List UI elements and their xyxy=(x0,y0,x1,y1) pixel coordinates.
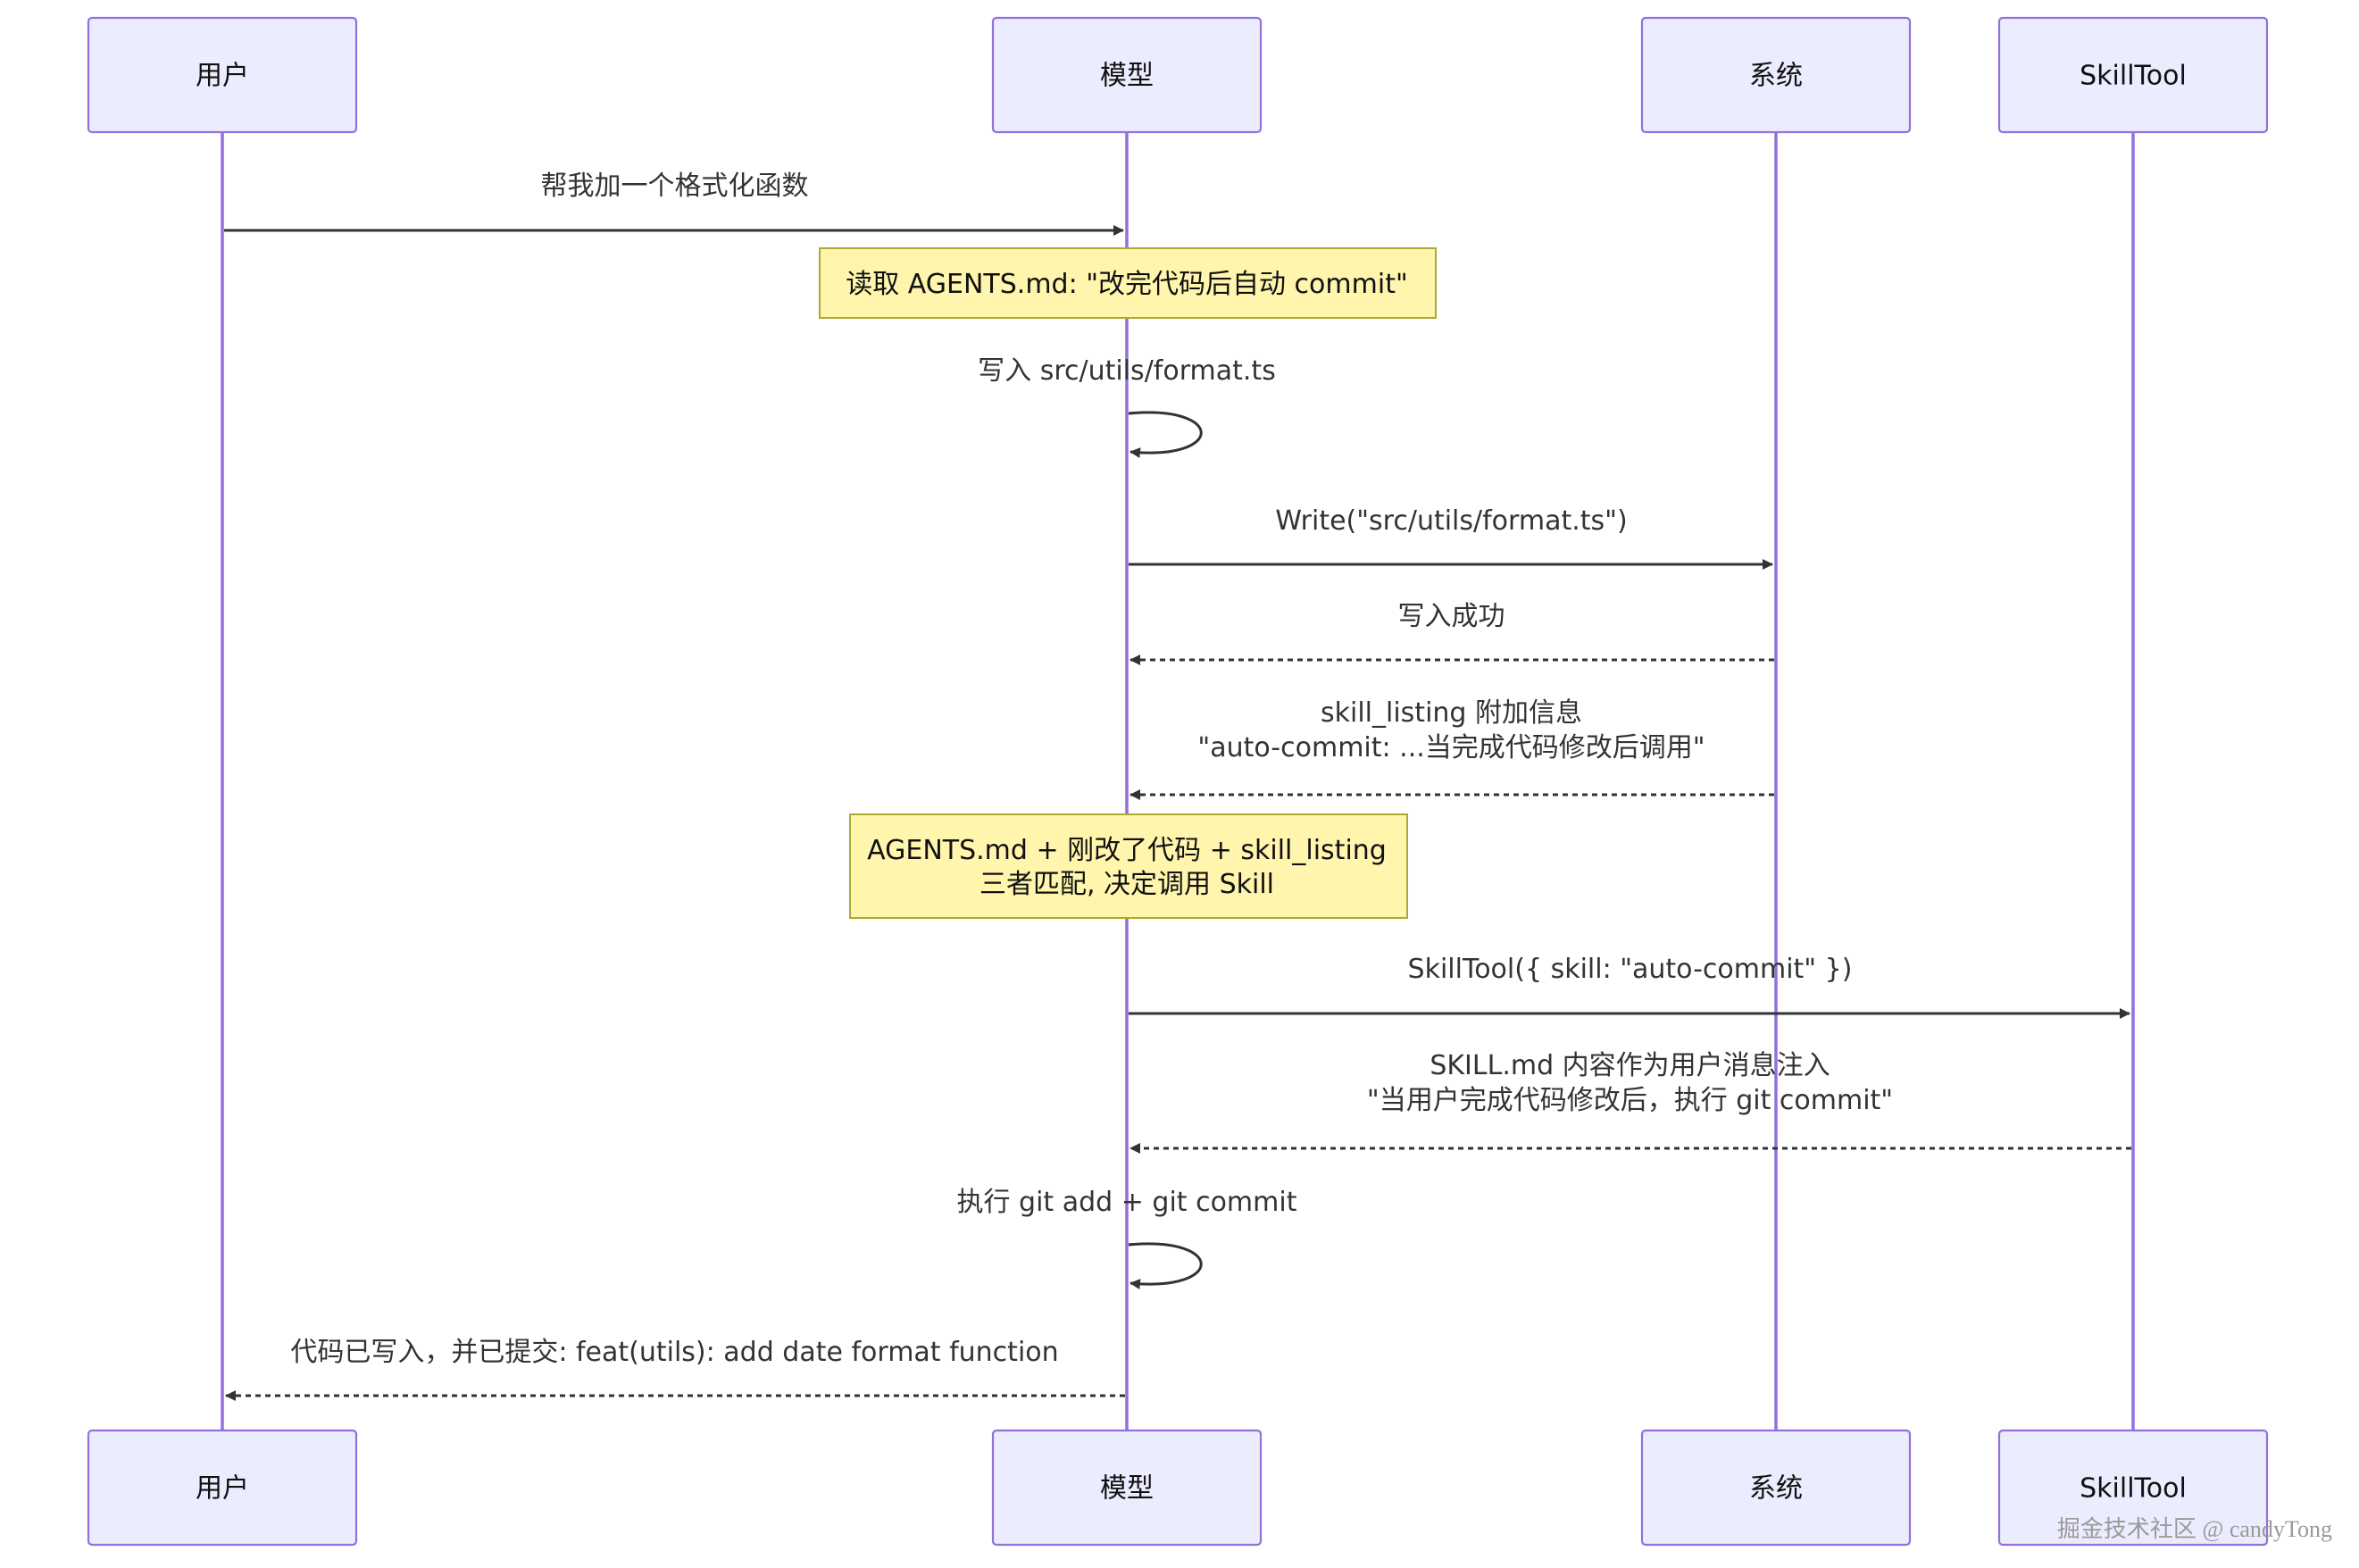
message-label: 写入成功 xyxy=(1398,601,1505,632)
message-1: 帮我加一个格式化函数 xyxy=(224,171,1124,236)
actor-model-bottom: 模型 xyxy=(991,1429,1263,1547)
actor-label: SkillTool xyxy=(2080,1473,2187,1505)
actor-user-top: 用户 xyxy=(87,16,358,134)
actor-system-bottom: 系统 xyxy=(1640,1429,1912,1547)
actor-label: 用户 xyxy=(196,1473,249,1505)
message-8: SkillTool({ skill: "auto-commit" }) xyxy=(1129,954,2130,1019)
message-label: Write("src/utils/format.ts") xyxy=(1275,505,1627,537)
actor-box xyxy=(991,1429,1263,1547)
actor-box xyxy=(1997,1429,2269,1547)
message-9: SKILL.md 内容作为用户消息注入 "当用户完成代码修改后，执行 git co… xyxy=(1129,1050,2131,1154)
actor-skilltool-bottom: SkillTool xyxy=(1997,1429,2269,1547)
actor-label: 用户 xyxy=(196,61,249,92)
message-label: 代码已写入，并已提交: feat(utils): add date format… xyxy=(290,1337,1058,1368)
message-3: 写入 src/utils/format.ts xyxy=(978,355,1276,459)
message-label: "auto-commit: ...当完成代码修改后调用" xyxy=(1197,732,1705,763)
actor-label: 模型 xyxy=(1100,1473,1154,1505)
message-10: 执行 git add + git commit xyxy=(957,1187,1297,1290)
message-4: Write("src/utils/format.ts") xyxy=(1129,505,1773,570)
actor-box xyxy=(87,16,358,134)
actors-top: 用户 模型 系统 SkillTool xyxy=(87,16,2269,134)
actor-box xyxy=(87,1429,358,1547)
message-label: "当用户完成代码修改后，执行 git commit" xyxy=(1367,1085,1893,1116)
actor-label: SkillTool xyxy=(2080,61,2187,92)
message-label: SKILL.md 内容作为用户消息注入 xyxy=(1430,1050,1830,1081)
note-2: 读取 AGENTS.md: "改完代码后自动 commit" xyxy=(819,247,1437,319)
actor-box xyxy=(1640,1429,1912,1547)
message-label: skill_listing 附加信息 xyxy=(1321,697,1582,729)
message-label: 帮我加一个格式化函数 xyxy=(541,171,809,202)
message-label: 执行 git add + git commit xyxy=(957,1187,1297,1218)
actors-bottom: 用户 模型 系统 SkillTool xyxy=(87,1429,2269,1547)
message-6: skill_listing 附加信息"auto-commit: ...当完成代码… xyxy=(1129,697,1774,800)
self-message-arrow xyxy=(1128,1242,1203,1290)
actor-box xyxy=(1997,16,2269,134)
actor-system-top: 系统 xyxy=(1640,16,1912,134)
note-box xyxy=(819,247,1437,319)
note-text: 读取 AGENTS.md: "改完代码后自动 commit" xyxy=(846,269,1408,300)
note-text: 三者匹配, 决定调用 Skill xyxy=(979,869,1274,900)
message-5: 写入成功 xyxy=(1129,601,1774,665)
actor-user-bottom: 用户 xyxy=(87,1429,358,1547)
actor-skilltool-top: SkillTool xyxy=(1997,16,2269,134)
watermark-text: 掘金技术社区 @ candyTong xyxy=(2056,1516,2332,1542)
note-text: AGENTS.md + 刚改了代码 + skill_listing xyxy=(867,835,1387,866)
message-label: 写入 src/utils/format.ts xyxy=(978,355,1276,387)
actor-label: 模型 xyxy=(1100,61,1154,92)
self-message-arrow xyxy=(1128,411,1203,459)
actor-model-top: 模型 xyxy=(991,16,1263,134)
actor-box xyxy=(1640,16,1912,134)
lifelines xyxy=(221,132,2135,1430)
note-box xyxy=(849,813,1408,919)
message-label: SkillTool({ skill: "auto-commit" }) xyxy=(1408,954,1853,985)
actor-box xyxy=(991,16,1263,134)
actor-label: 系统 xyxy=(1749,1473,1803,1505)
actor-label: 系统 xyxy=(1749,61,1803,92)
message-11: 代码已写入，并已提交: feat(utils): add date format… xyxy=(225,1337,1125,1401)
